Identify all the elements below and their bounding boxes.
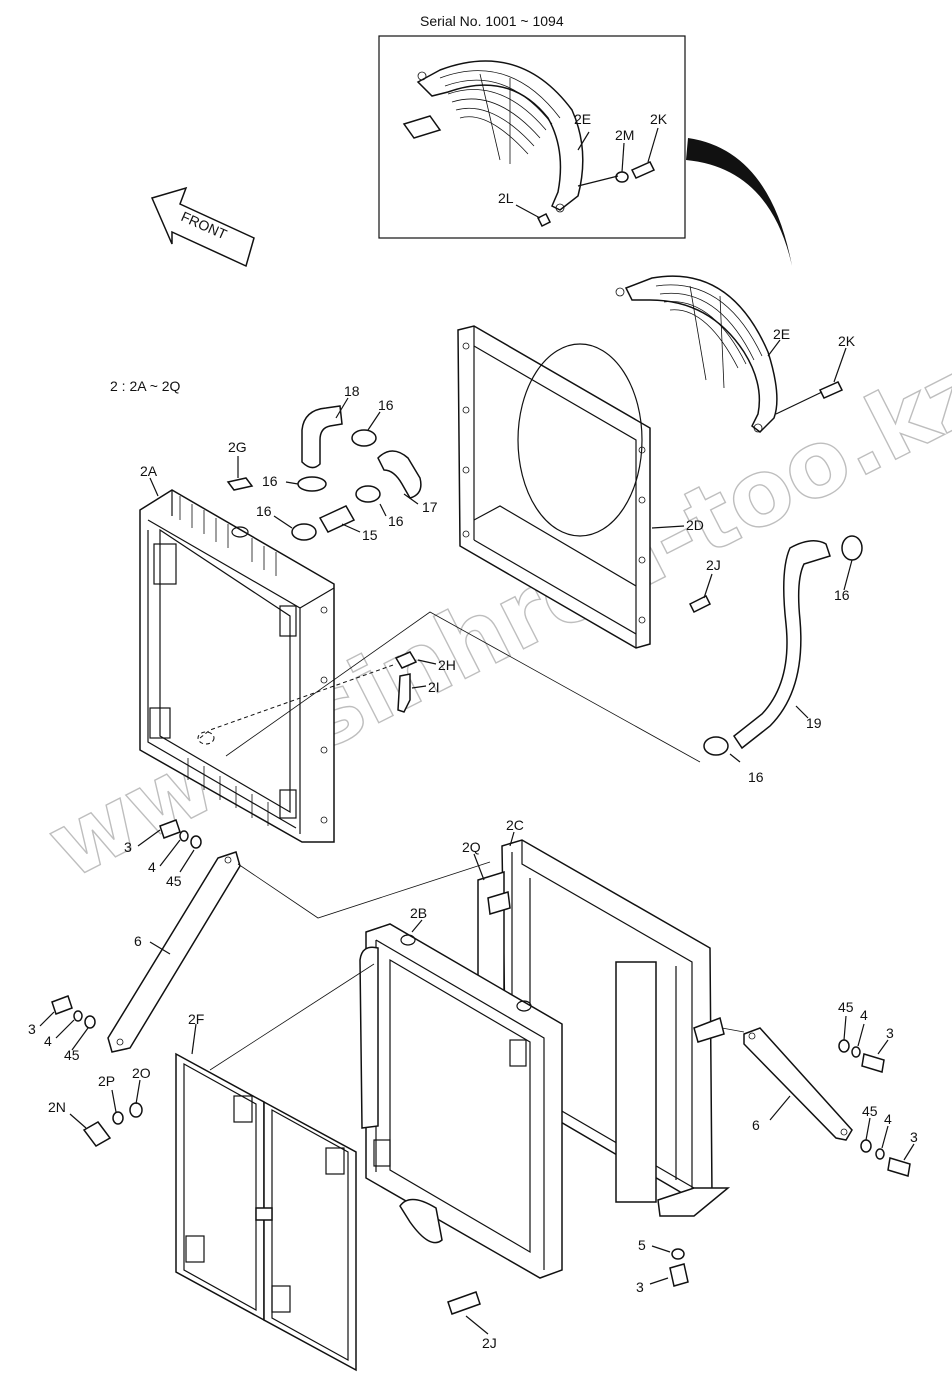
bolt-2k bbox=[818, 381, 844, 399]
clamp-16-c bbox=[355, 485, 381, 503]
bolt-2j-bottom bbox=[447, 1291, 481, 1315]
clamp-16-a bbox=[351, 429, 377, 447]
label-45-a: 45 bbox=[166, 873, 182, 889]
label-18: 18 bbox=[344, 383, 360, 399]
washer-5 bbox=[671, 1248, 685, 1260]
label-16-a: 16 bbox=[378, 397, 394, 413]
label-45-d: 45 bbox=[862, 1103, 878, 1119]
label-2K: 2K bbox=[838, 333, 856, 349]
label-3-e: 3 bbox=[636, 1279, 644, 1295]
label-2B: 2B bbox=[410, 905, 427, 921]
stay-6-left bbox=[107, 851, 241, 1053]
label-45-b: 45 bbox=[64, 1047, 80, 1063]
serial-inset: Serial No. 1001 ~ 1094 2E 2M 2K 2L bbox=[378, 13, 686, 239]
label-3-a: 3 bbox=[124, 839, 132, 855]
shroud-2d bbox=[457, 325, 651, 649]
label-45-c: 45 bbox=[838, 999, 854, 1015]
inset-label-2E: 2E bbox=[574, 111, 591, 127]
bolt-3-a bbox=[159, 819, 181, 839]
serial-number-label: Serial No. 1001 ~ 1094 bbox=[420, 13, 564, 29]
inset-label-2M: 2M bbox=[615, 127, 634, 143]
cooler-2b bbox=[359, 923, 563, 1279]
label-2H: 2H bbox=[438, 657, 456, 673]
label-4-c: 4 bbox=[860, 1007, 868, 1023]
label-15: 15 bbox=[362, 527, 378, 543]
inset-label-2K: 2K bbox=[650, 111, 668, 127]
washer-45-a bbox=[190, 835, 202, 849]
label-3-b: 3 bbox=[28, 1021, 36, 1037]
bolt-3-c bbox=[861, 1053, 885, 1073]
label-2N: 2N bbox=[48, 1099, 66, 1115]
label-2P: 2P bbox=[98, 1073, 115, 1089]
drain-2h bbox=[394, 651, 418, 669]
label-2C: 2C bbox=[506, 817, 524, 833]
washer-4-a bbox=[179, 830, 189, 842]
bolt-3-e bbox=[669, 1263, 689, 1287]
clamp-16-b bbox=[297, 476, 327, 492]
washer-4-b bbox=[73, 1010, 83, 1022]
label-2O: 2O bbox=[132, 1065, 151, 1081]
label-2G: 2G bbox=[228, 439, 247, 455]
label-2J-top: 2J bbox=[706, 557, 721, 573]
clamp-16-f bbox=[703, 736, 729, 756]
label-4-a: 4 bbox=[148, 859, 156, 875]
hose-19 bbox=[732, 540, 831, 750]
inset-pointer-arrow bbox=[686, 138, 792, 266]
label-16-d: 16 bbox=[256, 503, 272, 519]
bolt-3-b bbox=[51, 995, 73, 1015]
cap-2g bbox=[226, 477, 254, 491]
label-16-e: 16 bbox=[834, 587, 850, 603]
label-2E: 2E bbox=[773, 326, 790, 342]
fan-guard-2e bbox=[615, 275, 778, 433]
clamp-16-d bbox=[291, 523, 317, 541]
label-16-b: 16 bbox=[262, 473, 278, 489]
stay-6-right bbox=[743, 1027, 853, 1141]
inset-fan-guard bbox=[402, 60, 584, 213]
label-2F: 2F bbox=[188, 1011, 204, 1027]
screen-2f bbox=[175, 963, 375, 1372]
washer-4-d bbox=[875, 1148, 885, 1160]
washer-45-c bbox=[838, 1039, 850, 1053]
label-5: 5 bbox=[638, 1237, 646, 1253]
front-arrow: FRONT bbox=[150, 186, 255, 268]
radiator-2a bbox=[139, 489, 397, 843]
washer-2o bbox=[129, 1102, 143, 1118]
label-4-d: 4 bbox=[884, 1111, 892, 1127]
label-16-c: 16 bbox=[388, 513, 404, 529]
label-3-d: 3 bbox=[910, 1129, 918, 1145]
drain-hose-2i bbox=[397, 673, 411, 713]
inset-label-2L: 2L bbox=[498, 190, 514, 206]
label-16-f: 16 bbox=[748, 769, 764, 785]
group-label: 2 : 2A ~ 2Q bbox=[110, 378, 181, 394]
washer-45-d bbox=[860, 1139, 872, 1153]
hose-17 bbox=[377, 450, 422, 499]
label-2Q: 2Q bbox=[462, 839, 481, 855]
wing-bolt-2n bbox=[82, 1121, 112, 1147]
washer-4-c bbox=[851, 1046, 861, 1058]
label-2J-bottom: 2J bbox=[482, 1335, 497, 1351]
label-17: 17 bbox=[422, 499, 438, 515]
clamp-16-e bbox=[841, 535, 863, 561]
bolt-3-d bbox=[887, 1157, 911, 1177]
label-3-c: 3 bbox=[886, 1025, 894, 1041]
hose-18 bbox=[301, 405, 343, 469]
label-6-a: 6 bbox=[134, 933, 142, 949]
label-2D: 2D bbox=[686, 517, 704, 533]
label-6-b: 6 bbox=[752, 1117, 760, 1133]
washer-2p bbox=[112, 1111, 124, 1125]
label-2I: 2I bbox=[428, 679, 440, 695]
bolt-2j-top bbox=[688, 594, 712, 614]
hose-15 bbox=[318, 505, 356, 533]
label-2A: 2A bbox=[140, 463, 158, 479]
washer-45-b bbox=[84, 1015, 96, 1029]
label-4-b: 4 bbox=[44, 1033, 52, 1049]
label-19: 19 bbox=[806, 715, 822, 731]
